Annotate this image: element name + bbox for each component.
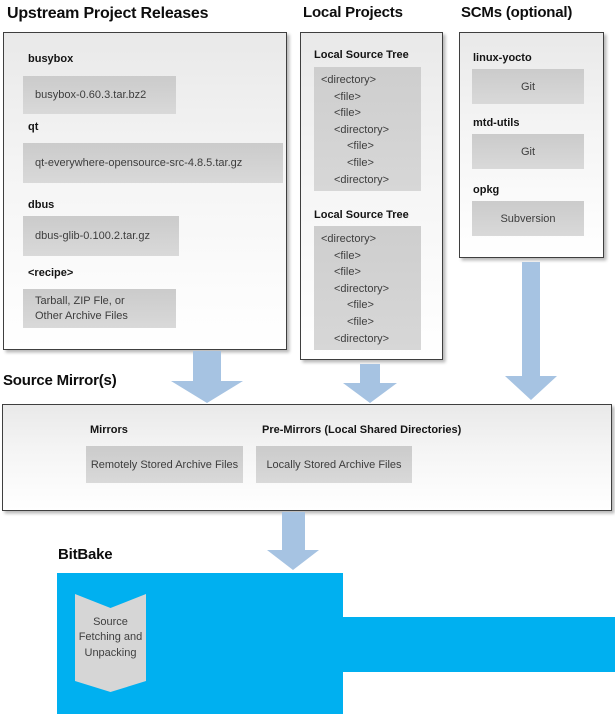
- tree-line: <directory>: [334, 332, 390, 345]
- fetch-line-1: Source: [93, 615, 128, 628]
- down-arrow-icon: [267, 512, 319, 570]
- local-section-title: Local Projects: [303, 4, 403, 21]
- tree-line: <file>: [334, 249, 361, 262]
- bitbake-output-tab: [343, 617, 615, 672]
- tree-line: <directory>: [334, 282, 390, 295]
- scm-item-opkg-tool: Subversion: [472, 201, 584, 236]
- mirrors-label: Mirrors: [90, 424, 128, 436]
- upstream-item-recipe-file: Tarball, ZIP Fle, or Other Archive Files: [23, 289, 176, 328]
- scm-item-mtd-utils-tool: Git: [472, 134, 584, 169]
- pre-mirrors-archive-box: Locally Stored Archive Files: [256, 446, 412, 483]
- tree-line: <file>: [347, 315, 374, 328]
- mirror-section-title: Source Mirror(s): [3, 372, 117, 389]
- scm-box: linux-yocto Git mtd-utils Git opkg Subve…: [459, 32, 604, 258]
- tree-line: <directory>: [321, 74, 377, 86]
- scm-item-linux-yocto-label: linux-yocto: [473, 52, 532, 64]
- local-tree-2-label: Local Source Tree: [314, 209, 409, 221]
- bitbake-box: Source Fetching and Unpacking: [57, 573, 343, 714]
- recipe-file-line-1: Tarball, ZIP Fle, or: [35, 294, 125, 307]
- upstream-section-title: Upstream Project Releases: [7, 5, 209, 22]
- source-mirror-box: Mirrors Remotely Stored Archive Files Pr…: [2, 404, 612, 511]
- tree-line: <directory>: [334, 123, 390, 136]
- upstream-item-qt-label: qt: [28, 121, 39, 133]
- tree-line: <directory>: [321, 233, 377, 245]
- down-arrow-icon: [343, 364, 397, 403]
- upstream-item-dbus-label: dbus: [28, 199, 55, 211]
- tree-line: <file>: [347, 156, 374, 169]
- scm-section-title: SCMs (optional): [461, 4, 573, 21]
- down-arrow-icon: [171, 351, 243, 403]
- recipe-file-line-2: Other Archive Files: [35, 309, 128, 322]
- scm-item-opkg-label: opkg: [473, 184, 500, 196]
- local-projects-box: Local Source Tree <directory> <file> <fi…: [300, 32, 443, 360]
- tree-line: <file>: [334, 266, 361, 279]
- tree-line: <file>: [334, 90, 361, 103]
- upstream-item-qt-file: qt-everywhere-opensource-src-4.8.5.tar.g…: [23, 143, 283, 183]
- tree-line: <file>: [347, 140, 374, 153]
- upstream-item-busybox-file: busybox-0.60.3.tar.bz2: [23, 76, 176, 114]
- scm-item-linux-yocto-tool: Git: [472, 69, 584, 104]
- tree-line: <file>: [347, 299, 374, 312]
- tree-line: <file>: [334, 107, 361, 120]
- upstream-item-recipe-label: <recipe>: [28, 267, 74, 279]
- upstream-item-dbus-file: dbus-glib-0.100.2.tar.gz: [23, 216, 179, 256]
- down-arrow-icon: [505, 262, 557, 400]
- source-fetching-shape: Source Fetching and Unpacking: [75, 594, 146, 692]
- pre-mirrors-label: Pre-Mirrors (Local Shared Directories): [262, 424, 462, 436]
- mirrors-archive-box: Remotely Stored Archive Files: [86, 446, 243, 483]
- fetch-line-3: Unpacking: [84, 646, 137, 659]
- local-tree-1-label: Local Source Tree: [314, 49, 409, 61]
- bitbake-section-title: BitBake: [58, 546, 113, 563]
- local-tree-1: <directory> <file> <file> <directory> <f…: [314, 67, 421, 191]
- scm-item-mtd-utils-label: mtd-utils: [473, 117, 520, 129]
- upstream-box: busybox busybox-0.60.3.tar.bz2 qt qt-eve…: [3, 32, 287, 350]
- local-tree-2: <directory> <file> <file> <directory> <f…: [314, 226, 421, 350]
- fetch-line-2: Fetching and: [78, 631, 143, 644]
- upstream-item-busybox-label: busybox: [28, 53, 74, 65]
- tree-line: <directory>: [334, 173, 390, 186]
